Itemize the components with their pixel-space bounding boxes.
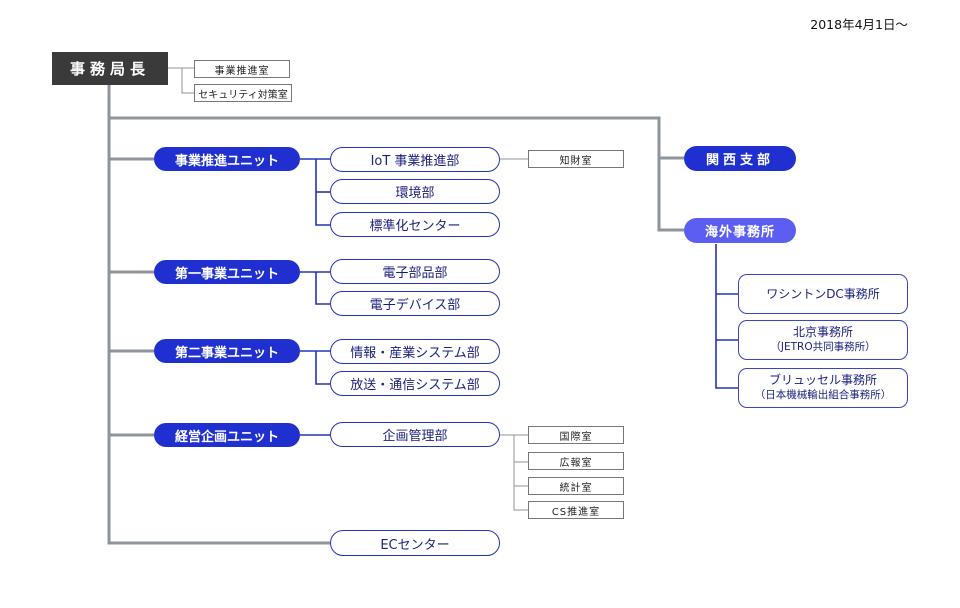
dept-electronic-devices: 電子デバイス部	[330, 291, 500, 316]
dept-planning-management: 企画管理部	[330, 422, 500, 447]
dept-electronic-components: 電子部品部	[330, 259, 500, 284]
room-statistics: 統計室	[528, 477, 624, 495]
dept-standards-center: 標準化センター	[330, 212, 500, 237]
room-ip: 知財室	[528, 150, 624, 168]
office-name: 北京事務所	[792, 325, 853, 339]
office-note: （日本機械輸出組合事務所）	[754, 389, 892, 401]
kansai-branch: 関西支部	[684, 146, 796, 171]
room-international: 国際室	[528, 426, 624, 444]
office-name: ブリュッセル事務所	[768, 373, 877, 387]
dept-broadcast-comm-systems: 放送・通信システム部	[330, 371, 500, 396]
room-security: セキュリティ対策室	[194, 84, 292, 102]
room-business-promotion: 事業推進室	[194, 60, 290, 78]
dept-environment: 環境部	[330, 179, 500, 204]
effective-date: 2018年4月1日〜	[810, 17, 908, 32]
dept-ec-center: ECセンター	[330, 530, 500, 556]
unit-first-business: 第一事業ユニット	[154, 260, 300, 284]
room-cs-promotion: CS推進室	[528, 501, 624, 519]
dept-iot: IoT 事業推進部	[330, 147, 500, 172]
office-name: ワシントンDC事務所	[766, 286, 880, 301]
unit-business-promotion: 事業推進ユニット	[154, 147, 300, 171]
office-brussels: ブリュッセル事務所 （日本機械輸出組合事務所）	[738, 368, 908, 408]
office-beijing: 北京事務所 （JETRO共同事務所）	[738, 320, 908, 360]
unit-corporate-planning: 経営企画ユニット	[154, 423, 300, 447]
overseas-offices: 海外事務所	[684, 218, 796, 243]
secretary-general-box: 事務局長	[52, 52, 168, 85]
office-note: （JETRO共同事務所）	[770, 341, 876, 353]
unit-second-business: 第二事業ユニット	[154, 339, 300, 363]
office-washington-dc: ワシントンDC事務所	[738, 274, 908, 314]
room-public-relations: 広報室	[528, 452, 624, 470]
dept-info-industrial-systems: 情報・産業システム部	[330, 339, 500, 364]
